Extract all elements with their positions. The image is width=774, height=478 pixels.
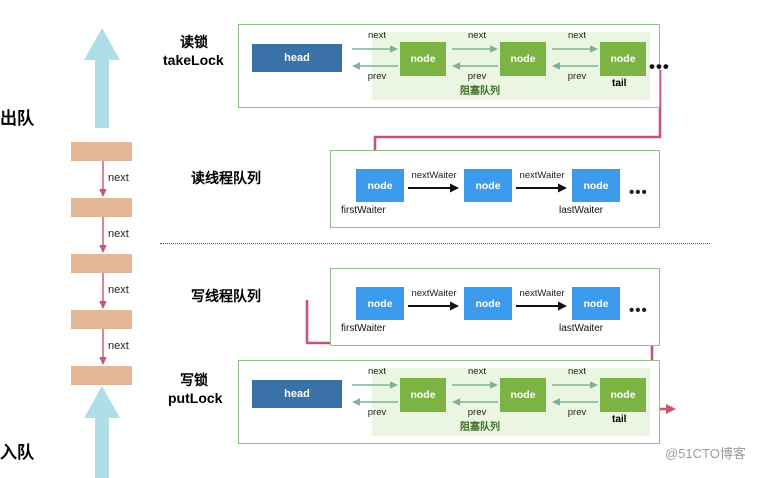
next-arrow-icon bbox=[99, 329, 107, 365]
next-label: next bbox=[108, 228, 129, 240]
read-waiter-ellipsis: ••• bbox=[629, 184, 648, 201]
take-lock-head-node: head bbox=[252, 44, 342, 72]
next-label: next bbox=[368, 30, 386, 41]
read-first-waiter-label: firstWaiter bbox=[341, 205, 386, 216]
section-put-lock: 写锁 putLock head next prev node next prev… bbox=[160, 360, 660, 444]
next-label: next bbox=[568, 366, 586, 377]
section-write-waiter-queue: 写线程队列 node firstWaiter nextWaiter node n… bbox=[160, 268, 660, 346]
read-waiter-queue-label: 读线程队列 bbox=[191, 170, 261, 186]
section-divider bbox=[160, 243, 710, 244]
take-lock-tail-node: node bbox=[600, 42, 646, 76]
next-label: next bbox=[368, 366, 386, 377]
node-label: head bbox=[284, 388, 310, 400]
prev-label: prev bbox=[367, 71, 387, 82]
next-arrow-icon bbox=[99, 273, 107, 309]
write-last-waiter-node: node bbox=[572, 287, 620, 320]
read-waiter-node-2: node bbox=[464, 169, 512, 202]
write-first-waiter-label: firstWaiter bbox=[341, 323, 386, 334]
enqueue-label: 入队 bbox=[0, 443, 34, 462]
read-last-waiter-node: node bbox=[572, 169, 620, 202]
next-waiter-label: nextWaiter bbox=[411, 288, 457, 299]
node-label: node bbox=[367, 179, 393, 192]
next-arrow-icon bbox=[99, 217, 107, 253]
node-label: node bbox=[410, 389, 436, 401]
put-lock-label-cn: 写锁 bbox=[180, 372, 208, 388]
next-label: next bbox=[108, 172, 129, 184]
write-waiter-ellipsis: ••• bbox=[629, 302, 648, 319]
put-lock-tail-label: tail bbox=[612, 414, 627, 425]
read-last-waiter-label: lastWaiter bbox=[559, 205, 604, 216]
read-waiter-link-2 bbox=[516, 183, 567, 193]
put-lock-band-label: 阻塞队列 bbox=[460, 422, 500, 433]
take-lock-link-arrows-3 bbox=[552, 45, 598, 70]
write-last-waiter-label: lastWaiter bbox=[559, 323, 604, 334]
take-lock-label-en: takeLock bbox=[163, 52, 224, 68]
next-label: next bbox=[108, 284, 129, 296]
node-label: node bbox=[510, 53, 536, 65]
left-queue-column: 出队 next next next next bbox=[0, 20, 170, 478]
next-label: next bbox=[108, 340, 129, 352]
next-label: next bbox=[468, 366, 486, 377]
prev-label: prev bbox=[467, 407, 487, 418]
node-label: node bbox=[410, 53, 436, 65]
read-waiter-link-1 bbox=[408, 183, 459, 193]
watermark: @51CTO博客 bbox=[665, 446, 746, 461]
prev-label: prev bbox=[567, 407, 587, 418]
put-lock-head-node: head bbox=[252, 380, 342, 408]
next-arrow-icon bbox=[99, 161, 107, 197]
dequeue-label: 出队 bbox=[0, 109, 34, 128]
take-lock-ellipsis: ••• bbox=[649, 57, 670, 76]
dequeue-arrow-icon bbox=[84, 28, 120, 128]
take-lock-label-cn: 读锁 bbox=[180, 34, 208, 50]
node-label: node bbox=[367, 297, 393, 310]
put-lock-link-arrows-1 bbox=[352, 381, 398, 406]
enqueue-arrow-icon bbox=[84, 386, 120, 478]
take-lock-tail-label: tail bbox=[612, 78, 627, 89]
take-lock-node-1: node bbox=[400, 42, 446, 76]
take-lock-link-arrows-1 bbox=[352, 45, 398, 70]
queue-cell bbox=[71, 198, 132, 217]
prev-label: prev bbox=[467, 71, 487, 82]
take-lock-node-2: node bbox=[500, 42, 546, 76]
take-lock-link-arrows-2 bbox=[452, 45, 498, 70]
next-waiter-label: nextWaiter bbox=[411, 170, 457, 181]
section-take-lock: 读锁 takeLock head next prev node next bbox=[160, 24, 669, 108]
next-label: next bbox=[468, 30, 486, 41]
write-waiter-link-1 bbox=[408, 301, 459, 311]
prev-label: prev bbox=[567, 71, 587, 82]
node-label: head bbox=[284, 52, 310, 64]
node-label: node bbox=[475, 179, 501, 192]
put-lock-node-2: node bbox=[500, 378, 546, 412]
write-first-waiter-node: node bbox=[356, 287, 404, 320]
queue-cell bbox=[71, 310, 132, 329]
node-label: node bbox=[475, 297, 501, 310]
write-waiter-queue-label: 写线程队列 bbox=[191, 288, 261, 304]
queue-cell bbox=[71, 366, 132, 385]
write-waiter-link-2 bbox=[516, 301, 567, 311]
take-lock-band-label: 阻塞队列 bbox=[460, 86, 500, 97]
section-read-waiter-queue: 读线程队列 node firstWaiter nextWaiter node n… bbox=[160, 150, 660, 228]
queue-cell bbox=[71, 142, 132, 161]
write-waiter-node-2: node bbox=[464, 287, 512, 320]
node-label: node bbox=[583, 297, 609, 310]
put-lock-label-en: putLock bbox=[168, 390, 223, 406]
node-label: node bbox=[610, 389, 636, 401]
next-label: next bbox=[568, 30, 586, 41]
read-first-waiter-node: node bbox=[356, 169, 404, 202]
put-lock-node-1: node bbox=[400, 378, 446, 412]
put-lock-link-arrows-2 bbox=[452, 381, 498, 406]
node-label: node bbox=[583, 179, 609, 192]
next-waiter-label: nextWaiter bbox=[519, 288, 565, 299]
prev-label: prev bbox=[367, 407, 387, 418]
put-lock-tail-node: node bbox=[600, 378, 646, 412]
node-label: node bbox=[610, 53, 636, 65]
put-lock-link-arrows-3 bbox=[552, 381, 598, 406]
node-label: node bbox=[510, 389, 536, 401]
next-waiter-label: nextWaiter bbox=[519, 170, 565, 181]
queue-cell bbox=[71, 254, 132, 273]
